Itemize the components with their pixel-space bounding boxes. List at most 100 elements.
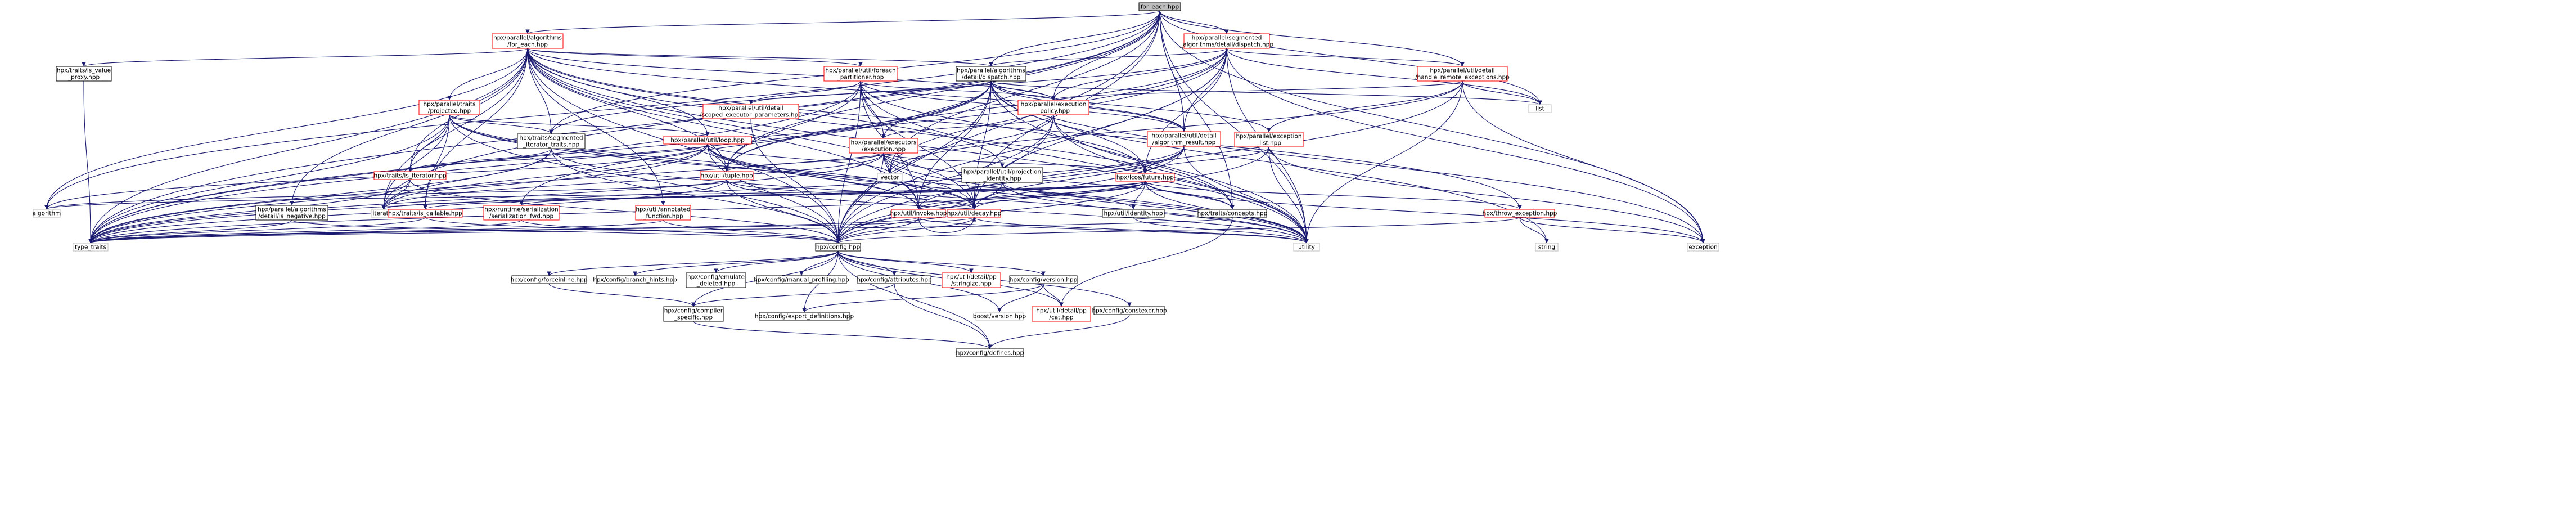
node-label: hpx/config/compiler	[664, 308, 723, 315]
edge-handle_remote-to-exception	[1462, 80, 1705, 244]
node-manual_profiling[interactable]: hpx/config/manual_profiling.hpp	[754, 275, 849, 284]
node-label: type_traits	[75, 244, 106, 251]
edge-alg_dispatch-to-exception_list	[990, 80, 1271, 133]
edge-is_value_proxy-to-type_traits	[83, 80, 93, 244]
node-label: hpx/config/version.hpp	[1010, 277, 1078, 284]
node-alg_dispatch[interactable]: hpx/parallel/algorithms/detail/dispatch.…	[956, 66, 1026, 82]
node-branch_hints[interactable]: hpx/config/branch_hints.hpp	[593, 275, 677, 284]
node-algorithm[interactable]: algorithm	[33, 209, 61, 218]
edge-seg_dispatch-to-segmented_iter	[549, 48, 1227, 134]
node-annotated_function[interactable]: hpx/util/annotated_function.hpp	[635, 205, 691, 221]
node-list[interactable]: list	[1528, 104, 1552, 113]
edge-alg_for_each-to-algorithm	[44, 48, 528, 210]
node-label: /algorithm_result.hpp	[1152, 140, 1216, 146]
node-throw_exception[interactable]: hpx/throw_exception.hpp	[1483, 209, 1557, 218]
node-box	[73, 243, 109, 252]
node-alg_result[interactable]: hpx/parallel/util/detail/algorithm_resul…	[1147, 131, 1221, 147]
node-constexpr[interactable]: hpx/config/constexpr.hpp	[1092, 306, 1167, 315]
node-label: hpx/config/export_definitions.hpp	[755, 313, 854, 320]
node-decay[interactable]: hpx/util/decay.hpp	[947, 209, 1002, 218]
edge-alg_dispatch-to-exception	[990, 80, 1705, 244]
edge-constexpr-to-defines	[988, 314, 1130, 349]
node-exception[interactable]: exception	[1687, 243, 1719, 252]
node-boost_version[interactable]: boost/version.hpp	[973, 312, 1026, 321]
edge-alg_dispatch-to-executors_exec	[881, 80, 992, 139]
node-defines[interactable]: hpx/config/defines.hpp	[956, 348, 1024, 357]
node-config[interactable]: hpx/config.hpp	[815, 243, 861, 252]
edge-is_callable-to-type_traits	[88, 217, 426, 244]
node-pp_cat[interactable]: hpx/util/detail/pp/cat.hpp	[1032, 306, 1091, 322]
node-is_iterator[interactable]: hpx/traits/is_iterator.hpp	[373, 171, 447, 180]
node-serialization_fwd[interactable]: hpx/runtime/serialization/serialization_…	[483, 205, 560, 221]
node-compiler_specific[interactable]: hpx/config/compiler_specific.hpp	[663, 306, 724, 322]
edge-util_loop-to-decay	[707, 143, 976, 210]
node-emulate_deleted[interactable]: hpx/config/emulate_deleted.hpp	[686, 272, 746, 288]
node-label: hpx/traits/is_callable.hpp	[388, 210, 462, 217]
node-type_traits[interactable]: type_traits	[73, 243, 109, 252]
node-vector[interactable]: vector	[877, 173, 903, 182]
edge-decay-to-utility	[974, 217, 1309, 244]
node-is_value_proxy[interactable]: hpx/traits/is_value_proxy.hpp	[56, 66, 112, 82]
edge-alg_result-to-invoke	[916, 146, 1185, 210]
edge-config-to-emulate_deleted	[714, 250, 839, 273]
edge-handle_remote-to-list	[1462, 80, 1542, 105]
edge-alg_result-to-utility	[1183, 146, 1309, 244]
node-is_callable[interactable]: hpx/traits/is_callable.hpp	[388, 209, 463, 218]
node-label: _partitioner.hpp	[837, 74, 884, 81]
edge-foreach_partitioner-to-lcos_future	[860, 80, 1147, 174]
edge-root-to-algorithm	[44, 10, 1160, 210]
node-label: hpx/util/detail/pp	[1036, 308, 1087, 315]
node-forceinline[interactable]: hpx/config/forceinline.hpp	[510, 275, 588, 284]
node-label: utility	[1298, 244, 1315, 251]
edge-handle_remote-to-config	[836, 80, 1463, 244]
node-seg_dispatch[interactable]: hpx/parallel/segmented_algorithms/detail…	[1179, 33, 1273, 49]
edge-exception_list-to-utility	[1268, 146, 1309, 244]
node-exec_policy[interactable]: hpx/parallel/execution_policy.hpp	[1017, 100, 1089, 115]
edge-projected-to-config	[449, 114, 840, 244]
node-scoped_exec[interactable]: hpx/parallel/util/detail/scoped_executor…	[700, 104, 802, 119]
node-label: hpx/util/decay.hpp	[947, 210, 1002, 217]
node-segmented_iter[interactable]: hpx/traits/segmented_iterator_traits.hpp	[517, 133, 586, 149]
node-projection_identity[interactable]: hpx/parallel/util/projection_identity.hp…	[961, 167, 1043, 183]
node-handle_remote[interactable]: hpx/parallel/util/detail/handle_remote_e…	[1415, 66, 1510, 82]
node-config_version[interactable]: hpx/config/version.hpp	[1009, 275, 1078, 284]
edge-exception_list-to-exception	[1268, 146, 1705, 244]
node-export_definitions[interactable]: hpx/config/export_definitions.hpp	[755, 312, 854, 321]
node-stringize[interactable]: hpx/util/detail/pp/stringize.hpp	[942, 272, 1001, 288]
node-box	[1293, 243, 1320, 252]
node-tuple[interactable]: hpx/util/tuple.hpp	[700, 171, 754, 180]
node-attributes[interactable]: hpx/config/attributes.hpp	[857, 275, 932, 284]
node-label: hpx/config/forceinline.hpp	[510, 277, 587, 284]
node-util_loop[interactable]: hpx/parallel/util/loop.hpp	[663, 136, 752, 145]
edge-exception_list-to-lcos_future	[1143, 146, 1269, 174]
edge-decay-to-config	[836, 217, 975, 244]
edge-exec_policy-to-traits_concepts	[1053, 114, 1235, 210]
node-exception_list[interactable]: hpx/parallel/exception_list.hpp	[1234, 132, 1304, 147]
node-layer: for_each.hpp hpx/parallel/algorithms/for_…	[33, 2, 1719, 357]
edge-invoke-to-config	[836, 217, 919, 244]
node-traits_concepts[interactable]: hpx/traits/concepts.hpp	[1197, 209, 1268, 218]
node-label: /projected.hpp	[428, 108, 471, 115]
node-projected[interactable]: hpx/parallel/traits/projected.hpp	[418, 100, 480, 115]
node-utility[interactable]: utility	[1293, 243, 1320, 252]
node-executors_exec[interactable]: hpx/parallel/executors/execution.hpp	[849, 138, 918, 154]
node-alg_for_each[interactable]: hpx/parallel/algorithms/for_each.hpp	[492, 33, 564, 49]
edge-projected-to-util_loop	[449, 114, 710, 137]
node-lcos_future[interactable]: hpx/lcos/future.hpp	[1115, 173, 1175, 182]
node-label: _specific.hpp	[674, 315, 713, 321]
node-is_negative[interactable]: hpx/parallel/algorithms/detail/is_negati…	[255, 205, 328, 221]
edge-lcos_future-to-util_identity	[1131, 181, 1146, 210]
edge-alg_for_each-to-is_callable	[423, 48, 528, 210]
edge-seg_dispatch-to-handle_remote	[1226, 48, 1465, 67]
node-util_identity[interactable]: hpx/util/identity.hpp	[1102, 209, 1165, 218]
node-label: /serialization_fwd.hpp	[489, 213, 554, 220]
edge-segmented_iter-to-iterator	[381, 148, 552, 210]
edge-alg_result-to-config	[836, 146, 1185, 244]
edge-alg_result-to-decay	[972, 146, 1185, 210]
node-invoke[interactable]: hpx/util/invoke.hpp	[890, 209, 947, 218]
node-foreach_partitioner[interactable]: hpx/parallel/util/foreach_partitioner.hp…	[823, 66, 898, 82]
node-string[interactable]: string	[1535, 243, 1559, 252]
node-root[interactable]: for_each.hpp	[1138, 2, 1181, 11]
edge-handle_remote-to-vector	[888, 80, 1463, 174]
edge-executors_exec-to-lcos_future	[883, 152, 1147, 174]
